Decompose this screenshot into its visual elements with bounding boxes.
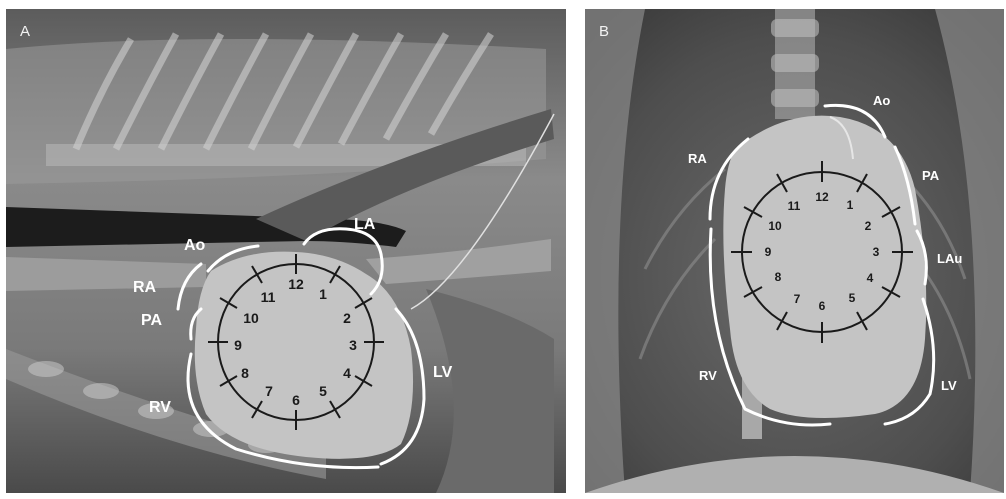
clock-9: 9 [234,337,242,353]
cardiac-silhouette [723,116,926,418]
label-lv: LV [433,364,453,381]
label-ra: RA [688,151,707,166]
clock-1: 1 [847,198,854,212]
label-rv: RV [699,368,717,383]
panel-b-dorsoventral-radiograph: 12 1 2 3 4 5 6 7 8 9 10 11 Ao RA PA LAu … [585,9,1004,493]
label-lau: LAu [937,251,962,266]
clock-7: 7 [794,292,801,306]
clock-12: 12 [288,276,304,292]
label-pa: PA [922,168,940,183]
label-lv: LV [941,378,957,393]
clock-6: 6 [292,392,300,408]
clock-8: 8 [241,365,249,381]
clock-10: 10 [768,219,782,233]
clock-9: 9 [765,245,772,259]
label-ao: Ao [873,93,890,108]
clock-10: 10 [243,310,259,326]
clock-2: 2 [343,310,351,326]
clock-3: 3 [873,245,880,259]
panel-b-figure: 12 1 2 3 4 5 6 7 8 9 10 11 Ao RA PA LAu … [585,9,1004,493]
vertebrae [771,19,819,107]
clock-3: 3 [349,337,357,353]
clock-12: 12 [815,190,829,204]
panel-a-figure: 12 1 2 3 4 5 6 7 8 9 10 11 Ao LA RA PA L… [6,9,566,493]
label-ra: RA [133,279,157,296]
clock-4: 4 [867,271,874,285]
label-rv: RV [149,399,171,416]
clock-1: 1 [319,286,327,302]
label-ao: Ao [184,237,206,254]
clock-8: 8 [775,270,782,284]
clock-4: 4 [343,365,351,381]
label-la: LA [354,216,376,233]
label-pa: PA [141,312,162,329]
clock-6: 6 [819,299,826,313]
clock-11: 11 [261,289,276,305]
panel-b-letter: B [599,23,609,40]
clock-7: 7 [265,383,273,399]
clock-5: 5 [319,383,327,399]
clock-2: 2 [865,219,872,233]
clock-5: 5 [849,291,856,305]
clock-11: 11 [788,199,801,213]
panel-a-letter: A [20,23,30,40]
panel-a-lateral-radiograph: 12 1 2 3 4 5 6 7 8 9 10 11 Ao LA RA PA L… [6,9,566,493]
